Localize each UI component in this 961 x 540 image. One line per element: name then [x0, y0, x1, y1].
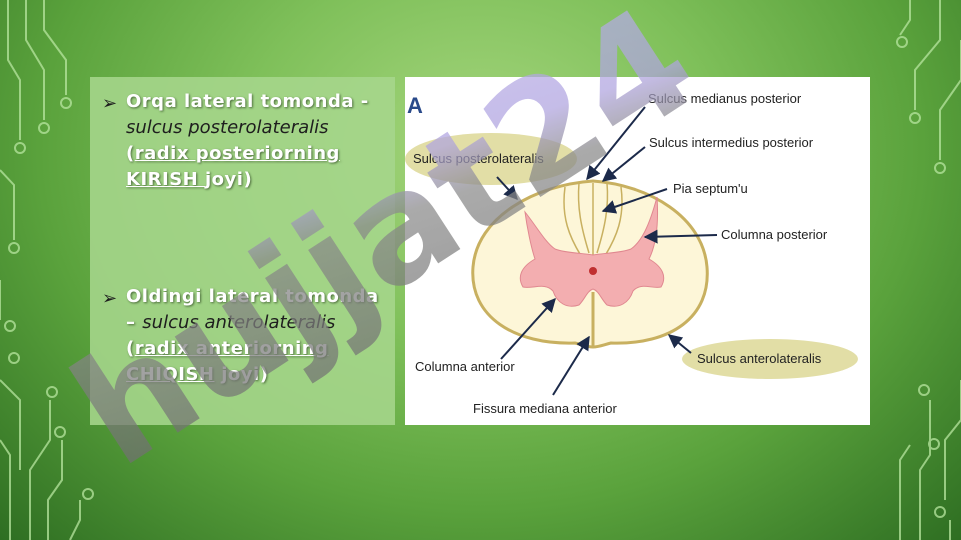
bullet-term: sulcus posterolateralis — [126, 117, 329, 138]
bullet-heading: Orqa lateral tomonda — [126, 91, 355, 112]
label-fissura-mediana-anterior: Fissura mediana anterior — [473, 401, 617, 416]
bullet-link[interactable]: radix posteriorning KIRISH — [126, 143, 340, 190]
label-sulcus-intermedius-posterior: Sulcus intermedius posterior — [649, 135, 814, 150]
bullet-paren-open: ( — [126, 338, 135, 359]
label-ellipse-anterolateral — [682, 339, 858, 379]
label-sulcus-posterolateralis: Sulcus posterolateralis — [413, 151, 544, 166]
label-pia-septum: Pia septum'u — [673, 181, 748, 196]
bullet-paren-close: ) — [259, 364, 269, 385]
spinal-cord-diagram: A — [405, 91, 858, 416]
bullet-posterolateral: ➢ Orqa lateral tomonda - sulcus posterol… — [102, 89, 392, 193]
bullet-suffix: joyi — [214, 364, 260, 385]
bullet-link[interactable]: radix anteriorning CHIQISH — [126, 338, 329, 385]
bullet-text: Oldingi lateral tomonda – sulcus anterol… — [126, 284, 392, 388]
spinal-cord-figure: A — [405, 77, 870, 425]
label-sulcus-anterolateralis: Sulcus anterolateralis — [697, 351, 822, 366]
bullet-text: Orqa lateral tomonda - sulcus posterolat… — [126, 89, 392, 193]
label-columna-posterior: Columna posterior — [721, 227, 828, 242]
panel-letter: A — [407, 93, 423, 118]
bullet-arrow-icon: ➢ — [102, 93, 118, 114]
bullet-anterolateral: ➢ Oldingi lateral tomonda – sulcus anter… — [102, 284, 392, 388]
label-ellipse-posterolateral — [405, 133, 577, 185]
bullet-arrow-icon: ➢ — [102, 288, 118, 309]
bullet-paren-close: ) — [243, 169, 253, 190]
text-panel — [90, 77, 395, 425]
label-columna-anterior: Columna anterior — [415, 359, 515, 374]
bullet-dash: – — [126, 312, 143, 333]
bullet-paren-open: ( — [126, 143, 135, 164]
grey-matter — [519, 196, 665, 307]
bullet-heading: Oldingi lateral tomonda — [126, 286, 379, 307]
bullet-dash: - — [354, 91, 369, 112]
label-sulcus-medianus-posterior: Sulcus medianus posterior — [648, 91, 802, 106]
bullet-suffix: joyi — [205, 169, 244, 190]
bullet-term: sulcus anterolateralis — [142, 312, 336, 333]
central-canal — [589, 267, 597, 275]
